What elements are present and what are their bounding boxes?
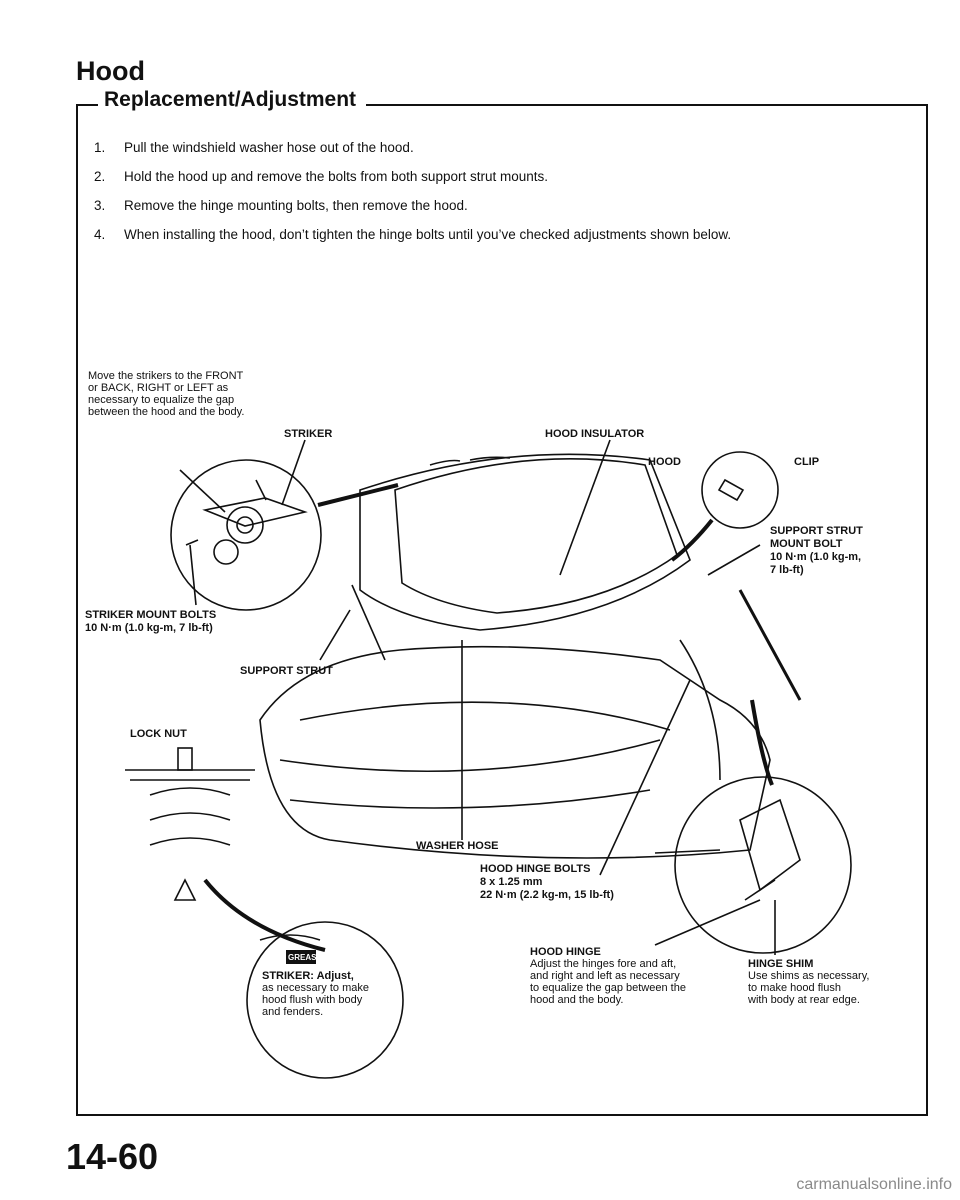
clip-detail-circle <box>701 451 779 529</box>
hood-hinge-note: HOOD HINGE Adjust the hinges fore and af… <box>530 946 730 1006</box>
label-line: 22 N·m (2.2 kg-m, 15 lb-ft) <box>480 889 614 901</box>
note-line: Use shims as necessary, <box>748 970 870 982</box>
label-line: 10 N·m (1.0 kg-m, <box>770 551 862 563</box>
step-text: Pull the windshield washer hose out of t… <box>124 140 414 155</box>
step-number: 1. <box>94 140 106 155</box>
label-hood-hinge-bolts: HOOD HINGE BOLTS 8 x 1.25 mm 22 N·m (2.2… <box>480 863 614 902</box>
step-item: 2. Hold the hood up and remove the bolts … <box>94 169 894 184</box>
page-title: Hood <box>76 56 145 86</box>
hinge-detail-circle <box>674 776 852 954</box>
label-line: 8 x 1.25 mm <box>480 876 543 888</box>
page-number: 14-60 <box>66 1136 159 1177</box>
note-line: to equalize the gap between the <box>530 982 686 994</box>
step-text: When installing the hood, don’t tighten … <box>124 227 732 242</box>
note-line: and right and left as necessary <box>530 970 680 982</box>
step-text: Remove the hinge mounting bolts, then re… <box>124 198 468 213</box>
label-support-strut-mount-bolt: SUPPORT STRUT MOUNT BOLT 10 N·m (1.0 kg-… <box>770 525 863 577</box>
label-hood-insulator: HOOD INSULATOR <box>545 428 645 440</box>
frame-rule-right <box>366 104 928 106</box>
label-grease: GREASE <box>288 953 322 962</box>
label-clip: CLIP <box>794 456 820 468</box>
note-line: Move the strikers to the FRONT <box>88 370 244 382</box>
note-line: to make hood flush <box>748 982 841 994</box>
striker-detail-circle <box>170 459 322 611</box>
label-line: STRIKER MOUNT BOLTS <box>85 609 217 621</box>
note-line: Adjust the hinges fore and aft, <box>530 958 677 970</box>
label-line: SUPPORT STRUT <box>770 525 863 537</box>
step-number: 2. <box>94 169 106 184</box>
note-line: and fenders. <box>262 1006 324 1018</box>
note-line: or BACK, RIGHT or LEFT as <box>88 382 229 394</box>
content-frame <box>76 104 928 1116</box>
note-line: necessary to equalize the gap <box>88 394 235 406</box>
note-line: HINGE SHIM <box>748 958 814 970</box>
note-line: with body at rear edge. <box>748 994 860 1006</box>
step-number: 3. <box>94 198 106 213</box>
note-line: hood flush with body <box>262 994 363 1006</box>
label-striker-mount-bolts: STRIKER MOUNT BOLTS 10 N·m (1.0 kg-m, 7 … <box>85 609 216 635</box>
frame-rule-left <box>76 104 98 106</box>
hinge-shim-note: HINGE SHIM Use shims as necessary, to ma… <box>748 958 923 1006</box>
label-support-strut: SUPPORT STRUT <box>240 665 333 677</box>
label-lock-nut: LOCK NUT <box>130 728 187 740</box>
section-subtitle: Replacement/Adjustment <box>104 88 357 111</box>
watermark: carmanualsonline.info <box>796 1176 952 1193</box>
label-line: MOUNT BOLT <box>770 538 843 550</box>
label-line: 10 N·m (1.0 kg-m, 7 lb-ft) <box>85 622 213 634</box>
hood-panel <box>359 453 691 631</box>
note-line: STRIKER: Adjust, <box>262 970 354 982</box>
lock-nut-plate <box>125 769 255 781</box>
grease-tube-icon <box>286 950 316 964</box>
step-item: 3. Remove the hinge mounting bolts, then … <box>94 198 894 213</box>
step-item: 4. When installing the hood, don’t tighte… <box>94 227 894 242</box>
note-line: between the hood and the body. <box>88 406 245 418</box>
label-washer-hose: WASHER HOSE <box>416 840 499 852</box>
step-number: 4. <box>94 227 106 242</box>
label-line: HOOD HINGE BOLTS <box>480 863 591 875</box>
note-line: hood and the body. <box>530 994 624 1006</box>
note-line: as necessary to make <box>262 982 369 994</box>
label-hood: HOOD <box>648 456 681 468</box>
striker-adjust-note: STRIKER: Adjust, as necessary to make ho… <box>262 970 392 1018</box>
car-body <box>259 645 771 859</box>
step-item: 1. Pull the windshield washer hose out of… <box>94 140 894 155</box>
label-line: 7 lb-ft) <box>770 564 804 576</box>
note-line: HOOD HINGE <box>530 946 601 958</box>
grease-circle <box>246 921 404 1079</box>
step-text: Hold the hood up and remove the bolts fr… <box>124 169 548 184</box>
striker-note: Move the strikers to the FRONT or BACK, … <box>88 370 298 418</box>
procedure-steps: 1. Pull the windshield washer hose out of… <box>94 140 894 256</box>
label-striker: STRIKER <box>284 428 333 440</box>
